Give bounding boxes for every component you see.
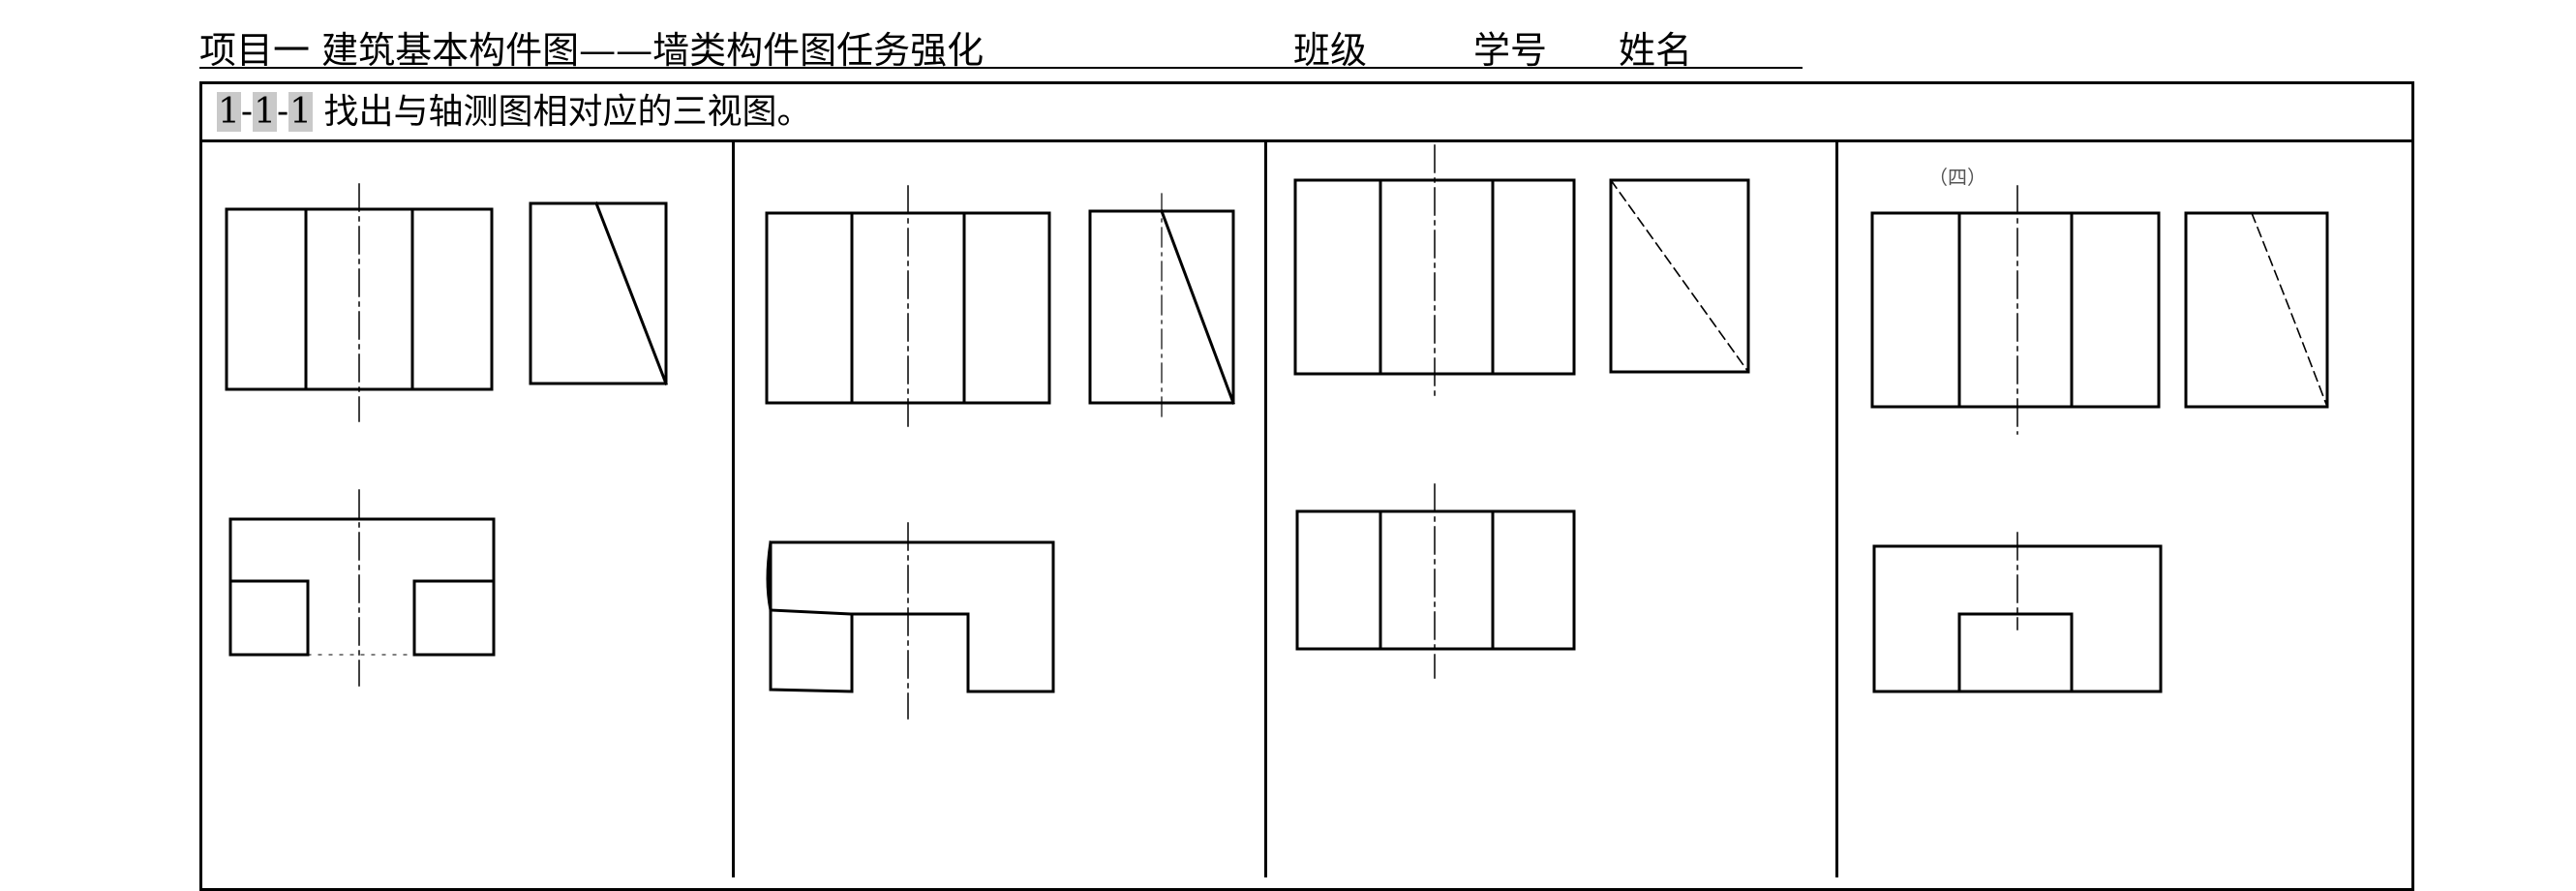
task-number-part: 1 — [288, 92, 314, 132]
student-id-label: 学号 — [1473, 29, 1548, 72]
top-view — [228, 517, 496, 657]
column-divider-3 — [1835, 141, 1838, 877]
header-title: 项目一 建筑基本构件图——墙类构件图任务强化 — [199, 29, 985, 72]
side-view — [1609, 178, 1750, 374]
option-panel-1 — [225, 183, 668, 687]
option-panel-3 — [1293, 144, 1750, 679]
column-divider-2 — [1264, 141, 1267, 877]
option-panel-4: （四） — [1870, 166, 2329, 693]
class-label: 班级 — [1293, 29, 1368, 72]
header-underline — [199, 67, 1803, 69]
task-number-part: 1 — [217, 92, 241, 132]
hidden-line — [1609, 178, 1750, 374]
top-view — [766, 540, 1055, 693]
option-panel-2 — [765, 185, 1235, 720]
task-instruction: 1-1-1 找出与轴测图相对应的三视图。 — [217, 92, 812, 132]
hidden-line — [2250, 211, 2329, 409]
panel-label: （四） — [1928, 166, 1986, 189]
task-number-part: 1 — [253, 92, 277, 132]
top-view — [1295, 509, 1576, 651]
three-view-drawings: （四） — [225, 144, 2329, 720]
side-view — [2184, 211, 2329, 409]
side-view — [529, 201, 668, 385]
column-divider-1 — [732, 141, 735, 877]
task-row-divider — [199, 139, 2411, 142]
student-name-label: 姓名 — [1619, 29, 1693, 72]
task-text: 找出与轴测图相对应的三视图。 — [323, 92, 812, 132]
front-view — [1870, 211, 2161, 409]
